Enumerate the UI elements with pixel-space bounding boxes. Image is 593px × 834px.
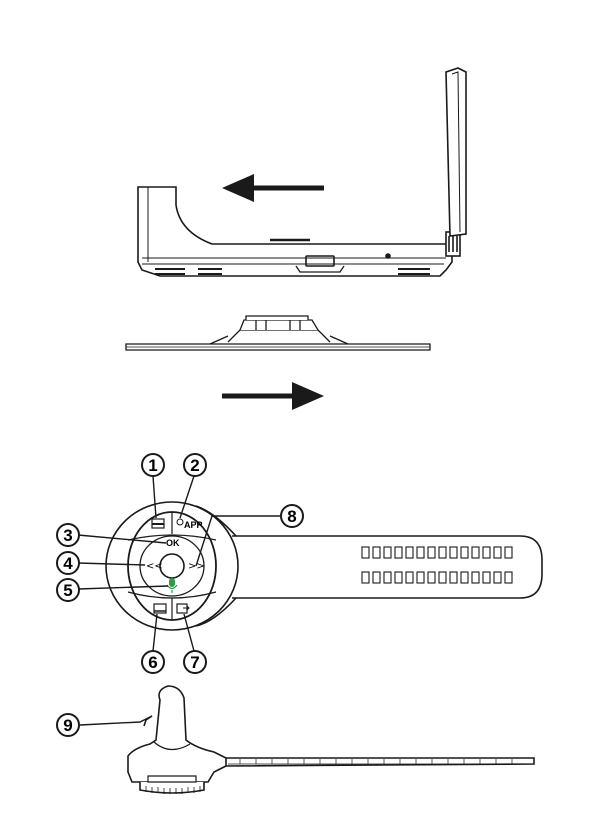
callout-4: 4 — [57, 552, 79, 574]
callout-1: 1 — [142, 454, 164, 476]
callout-3-number: 3 — [63, 526, 72, 545]
device-side-view — [138, 68, 466, 276]
stand-base-view — [126, 316, 430, 350]
callout-4-number: 4 — [63, 554, 73, 573]
remote-side-view — [128, 686, 534, 794]
callout-8-number: 8 — [287, 507, 296, 526]
arrow-right-icon — [222, 382, 324, 410]
callout-2-number: 2 — [190, 456, 199, 475]
left-button[interactable]: << — [146, 561, 163, 572]
callout-2: 2 — [184, 454, 206, 476]
callout-3: 3 — [57, 524, 79, 546]
callout-8: 8 — [281, 505, 303, 527]
app-button-label: APP — [184, 520, 203, 530]
callout-1-number: 1 — [148, 456, 157, 475]
callout-7-number: 7 — [190, 653, 199, 672]
callout-5: 5 — [57, 579, 79, 601]
callout-6-number: 6 — [148, 653, 157, 672]
callout-9-number: 9 — [63, 716, 72, 735]
callout-5-number: 5 — [63, 581, 72, 600]
callout-6: 6 — [142, 651, 164, 673]
callout-7: 7 — [184, 651, 206, 673]
ok-button[interactable]: OK — [166, 538, 180, 548]
remote-top-view — [106, 502, 542, 630]
arrow-left-icon — [222, 174, 324, 202]
callout-9: 9 — [57, 714, 79, 736]
